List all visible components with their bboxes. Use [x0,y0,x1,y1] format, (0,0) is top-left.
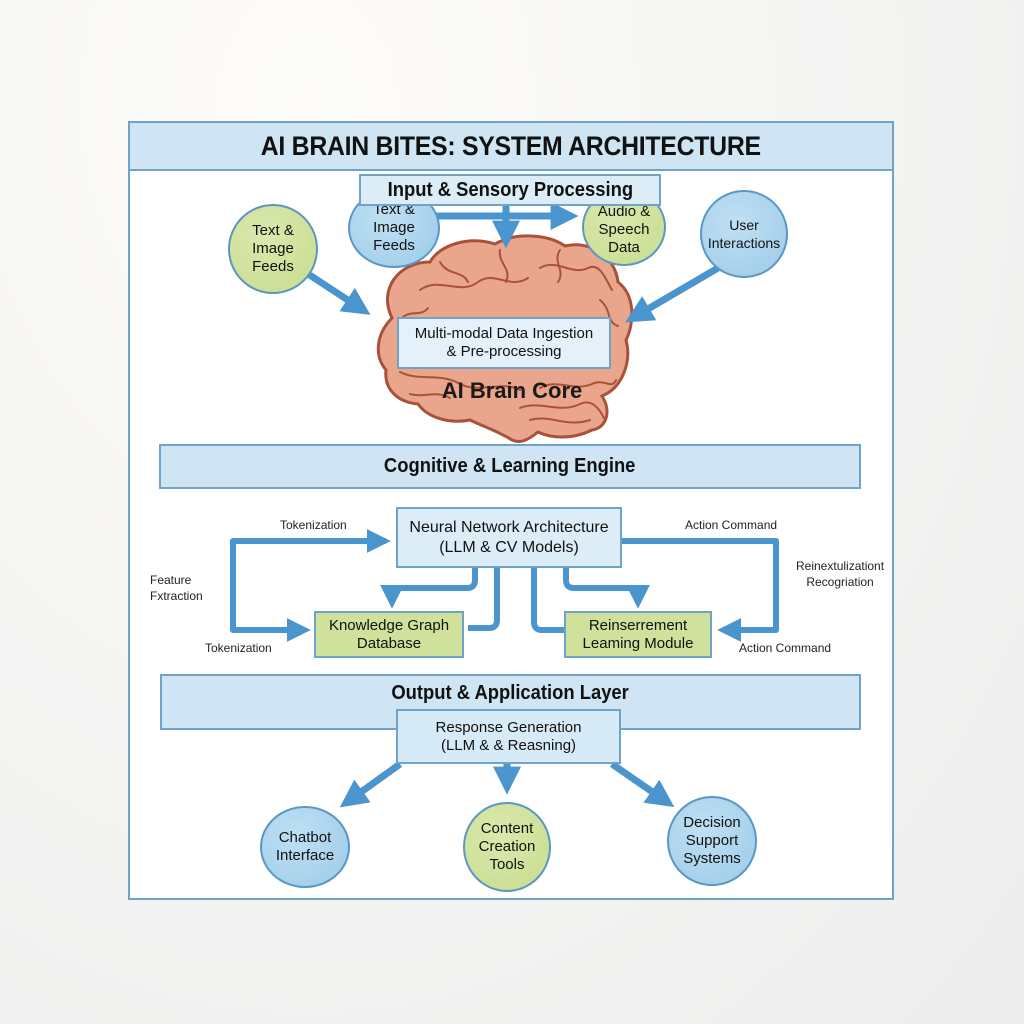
output-node-content-creation[interactable]: Content Creation Tools [463,802,551,892]
label-reinext-recog: Reinextulizationt Recogriation [796,559,885,589]
node-label: User Interactions [707,217,781,251]
output-layer-header: Output & Application Layer [160,674,861,730]
node-label: Decision Support Systems [683,814,741,867]
input-node-user-interactions[interactable]: User Interactions [700,190,788,278]
ingestion-text: Multi-modal Data Ingestion & Pre-process… [414,325,594,360]
label-tokenization-bottom: Tokenization [205,641,272,655]
input-node-text-image-feeds[interactable]: Text & Image Feeds [228,204,318,294]
header-text: Cognitive & Learning Engine [384,455,636,477]
label-action-command-top: Action Command [685,518,778,532]
header-text: Output & Application Layer [391,682,630,704]
label-feature-extraction: Feature Fxtraction [150,573,203,603]
knowledge-graph-box[interactable]: Knowledge Graph Database [314,611,464,658]
neural-text: Neural Network Architecture (LLM & CV Mo… [409,518,609,556]
knowledge-text: Knowledge Graph Database [328,616,450,652]
cognitive-arrows [230,529,779,642]
brain-core-label: AI Brain Core [441,378,583,403]
response-generation-box[interactable]: Response Generation (LLM & & Reasning) [396,709,621,764]
node-label: Chatbot Interface [275,829,335,864]
node-label: Audio & Speech Data [597,203,651,256]
reinforcement-text: Reinserrement Leaming Module [582,616,694,652]
response-text: Response Generation (LLM & & Reasning) [435,718,582,754]
diagram-title: AI BRAIN BITES: SYSTEM ARCHITECTURE [128,121,894,171]
reinforcement-module-box[interactable]: Reinserrement Leaming Module [564,611,712,658]
input-sensory-header: Input & Sensory Processing [359,174,661,206]
output-node-chatbot[interactable]: Chatbot Interface [260,806,350,888]
header-text: Input & Sensory Processing [387,179,633,201]
output-arrows [339,761,675,808]
output-node-decision-support[interactable]: Decision Support Systems [667,796,757,886]
label-tokenization-top: Tokenization [280,518,347,532]
node-label: Text & Image Feeds [252,222,294,275]
input-arrows [300,202,720,323]
diagram-title-text: AI BRAIN BITES: SYSTEM ARCHITECTURE [260,130,762,161]
cognitive-engine-header: Cognitive & Learning Engine [159,444,861,489]
node-label: Content Creation Tools [478,820,536,873]
label-action-command-bottom: Action Command [739,641,832,655]
node-label: Text & Image Feeds [373,201,415,254]
neural-network-box[interactable]: Neural Network Architecture (LLM & CV Mo… [396,507,622,568]
ingestion-box[interactable]: Multi-modal Data Ingestion & Pre-process… [397,317,611,369]
